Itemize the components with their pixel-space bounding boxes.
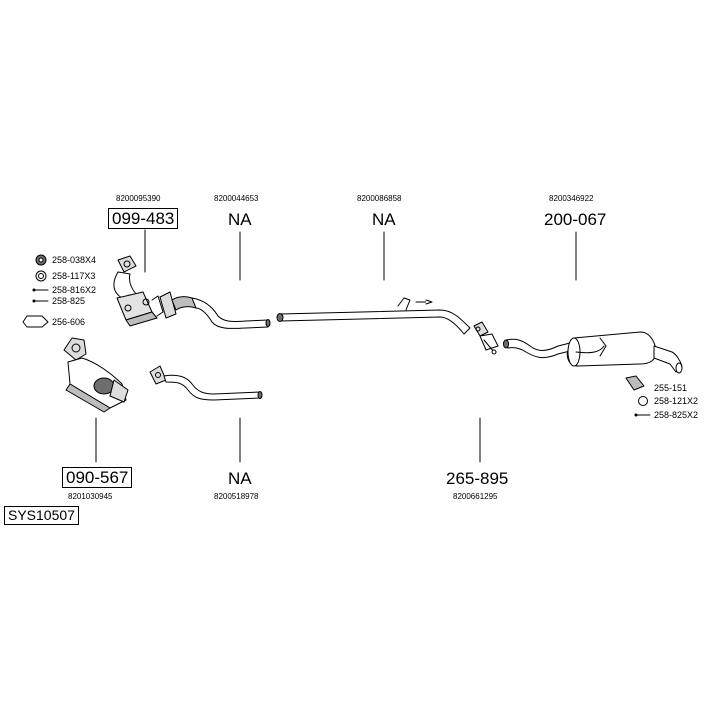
part-number-na-2[interactable]: NA — [372, 210, 396, 229]
left-accessory-icons — [22, 254, 49, 328]
part-number-na-bottom[interactable]: NA — [228, 469, 252, 488]
oem-number-3: 8200086858 — [357, 194, 402, 203]
exhaust-manifold-part — [113, 255, 164, 327]
oem-number-7: 8200661295 — [453, 492, 498, 501]
oem-number-2: 8200044653 — [214, 194, 259, 203]
clamp-ring-icon — [638, 396, 648, 406]
catalytic-converter-part — [63, 337, 129, 413]
flange-gasket-icon — [22, 315, 49, 328]
rear-silencer-part — [503, 331, 683, 374]
system-reference: SYS10507 — [4, 506, 79, 525]
part-number-265-895[interactable]: 265-895 — [446, 469, 509, 488]
oem-number-5: 8201030945 — [68, 492, 113, 501]
part-number-200-067[interactable]: 200-067 — [544, 210, 607, 229]
oem-number-1: 8200095390 — [116, 194, 161, 203]
accessory-label-rubber-mount[interactable]: 255-151 — [654, 383, 688, 393]
right-accessory-icons — [625, 375, 651, 417]
flange-clamp-part — [473, 321, 499, 355]
accessory-label-nut[interactable]: 258-038X4 — [52, 255, 97, 265]
accessory-label-gasket-ring[interactable]: 258-117X3 — [52, 271, 96, 281]
oem-number-4: 8200346922 — [549, 194, 594, 203]
accessory-label-clamp-ring[interactable]: 258-121X2 — [654, 396, 699, 406]
accessory-label-bolt-right[interactable]: 258-825X2 — [654, 410, 699, 420]
part-number-na-1[interactable]: NA — [228, 210, 252, 229]
intermediate-pipe-part — [149, 365, 263, 401]
part-number-099-483[interactable]: 099-483 — [108, 208, 179, 229]
middle-pipe-part — [276, 297, 471, 335]
oem-number-6: 8200518978 — [214, 492, 259, 501]
rubber-mount-icon — [625, 375, 645, 391]
part-number-090-567[interactable]: 090-567 — [62, 467, 133, 488]
accessory-label-flange-gasket[interactable]: 256-606 — [52, 317, 86, 327]
accessory-label-bolt[interactable]: 258-816X2 — [52, 285, 97, 295]
accessory-label-screw[interactable]: 258-825 — [52, 296, 86, 306]
down-pipe-part — [159, 291, 271, 329]
